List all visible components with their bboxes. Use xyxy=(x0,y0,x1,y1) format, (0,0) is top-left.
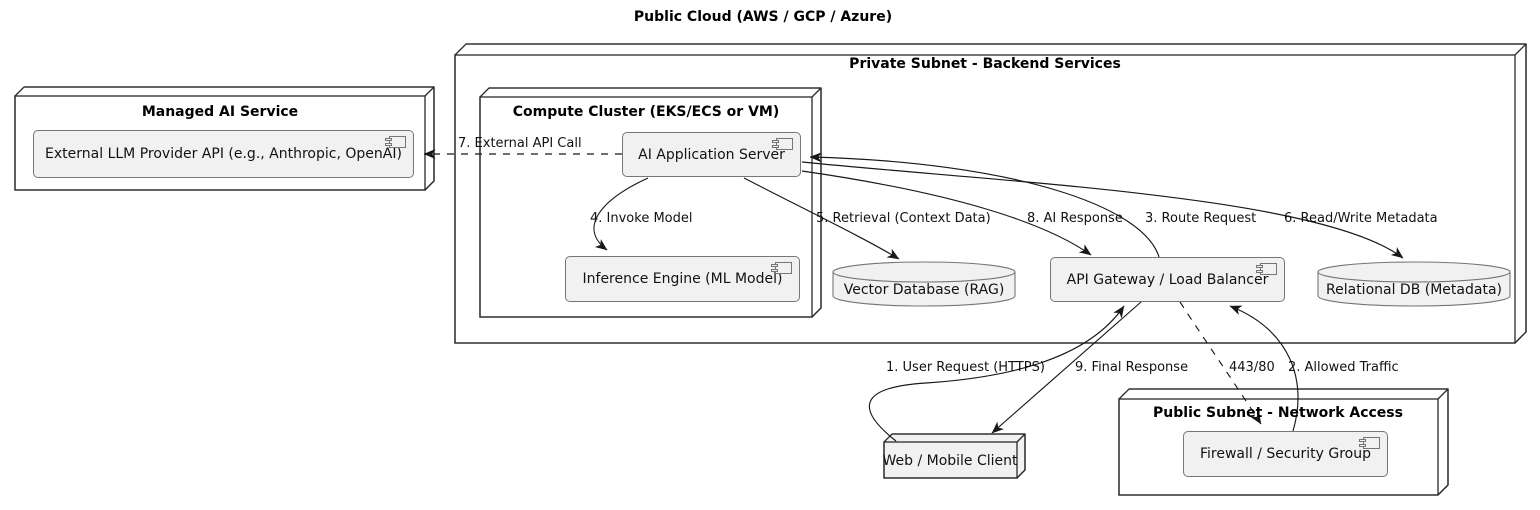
edge-final-response-arrow xyxy=(991,301,1142,434)
compute-cluster-title: Compute Cluster (EKS/ECS or VM) xyxy=(512,104,780,120)
inference-engine-label: Inference Engine (ML Model) xyxy=(582,271,783,287)
api-gateway-label: API Gateway / Load Balancer xyxy=(1066,271,1269,288)
edge-label-retrieval: 5. Retrieval (Context Data) xyxy=(816,211,991,226)
public-subnet-title: Public Subnet - Network Access xyxy=(1153,405,1403,421)
inference-engine-component: Inference Engine (ML Model) xyxy=(565,256,800,302)
firewall-label: Firewall / Security Group xyxy=(1200,446,1371,462)
external-llm-provider-component: External LLM Provider API (e.g., Anthrop… xyxy=(33,130,414,178)
managed-ai-service-title: Managed AI Service xyxy=(141,104,299,120)
external-llm-provider-label: External LLM Provider API (e.g., Anthrop… xyxy=(45,146,402,162)
vector-database-cylinder xyxy=(832,261,1016,307)
edge-invoke-model-arrow xyxy=(593,177,649,251)
component-icon xyxy=(385,136,406,148)
edge-label-invoke-model: 4. Invoke Model xyxy=(590,211,693,226)
edge-retrieval-arrow xyxy=(743,177,900,260)
firewall-component: Firewall / Security Group xyxy=(1183,431,1388,477)
edge-read-write-metadata-arrow xyxy=(801,161,1404,259)
component-icon xyxy=(1359,437,1380,449)
edge-ai-response-arrow xyxy=(801,170,1092,256)
web-mobile-client-label: Web / Mobile Client xyxy=(882,453,1018,469)
edge-label-read-write-metadata: 6. Read/Write Metadata xyxy=(1284,211,1438,226)
component-icon xyxy=(771,262,792,274)
ai-application-server-component: AI Application Server xyxy=(622,132,801,177)
relational-db-cylinder xyxy=(1317,261,1511,307)
edge-route-request-arrow xyxy=(809,152,1160,258)
vector-database-label: Vector Database (RAG) xyxy=(843,282,1005,298)
component-icon xyxy=(772,138,793,150)
edge-label-external-api-call: 7. External API Call xyxy=(458,136,582,151)
edge-label-user-request: 1. User Request (HTTPS) xyxy=(886,360,1045,375)
ai-application-server-label: AI Application Server xyxy=(638,146,785,163)
edge-label-port-443-80: 443/80 xyxy=(1229,360,1275,375)
relational-db-label: Relational DB (Metadata) xyxy=(1326,282,1502,298)
edge-port-443-80-arrow xyxy=(1179,301,1262,425)
edge-label-final-response: 9. Final Response xyxy=(1075,360,1189,375)
edge-label-ai-response: 8. AI Response xyxy=(1027,211,1123,226)
edge-label-route-request: 3. Route Request xyxy=(1145,211,1257,226)
edge-user-request-arrow xyxy=(868,305,1125,442)
edge-allowed-traffic-arrow xyxy=(1229,305,1299,432)
web-mobile-client-node xyxy=(883,433,1026,479)
edge-label-allowed-traffic: 2. Allowed Traffic xyxy=(1288,360,1399,375)
component-icon xyxy=(1256,263,1277,275)
private-subnet-title: Private Subnet - Backend Services xyxy=(849,56,1121,72)
api-gateway-component: API Gateway / Load Balancer xyxy=(1050,257,1285,302)
diagram-title: Public Cloud (AWS / GCP / Azure) xyxy=(633,9,893,25)
